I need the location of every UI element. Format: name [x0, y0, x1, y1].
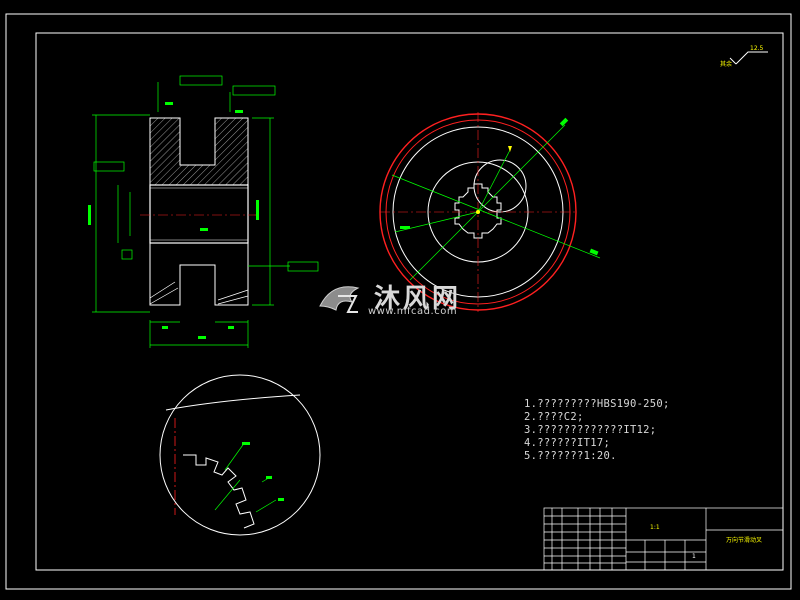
roughness-symbol: 其余 12.5 — [720, 45, 768, 68]
inner-frame — [35, 32, 784, 571]
section-view — [88, 75, 319, 348]
technical-notes: 1.?????????HBS190-250; 2.????C2; 3.?????… — [524, 398, 670, 463]
spline-hole — [454, 183, 502, 239]
upper-hatch — [149, 117, 249, 186]
end-view — [379, 112, 601, 312]
watermark-brand: 沐风网 — [374, 284, 462, 314]
title-block-scale: 1:1 — [650, 524, 660, 531]
roughness-label: 其余 — [720, 60, 732, 68]
roughness-value: 12.5 — [750, 45, 764, 52]
outer-frame — [5, 13, 792, 590]
note-line: 3.?????????????IT12; — [524, 424, 657, 436]
title-block-quantity: 1 — [692, 553, 696, 560]
note-line: 1.?????????HBS190-250; — [524, 398, 670, 410]
note-line: 4.??????IT17; — [524, 437, 611, 449]
detail-view — [159, 374, 321, 536]
note-line: 2.????C2; — [524, 411, 584, 423]
title-block — [543, 507, 784, 571]
bore — [149, 184, 249, 244]
lower-body — [149, 243, 249, 306]
watermark-url: www.mfcad.com — [368, 306, 458, 317]
title-block-part-name: 万向节滑动叉 — [726, 537, 763, 544]
watermark-logo — [319, 286, 360, 313]
note-line: 5.???????1:20. — [524, 450, 617, 462]
